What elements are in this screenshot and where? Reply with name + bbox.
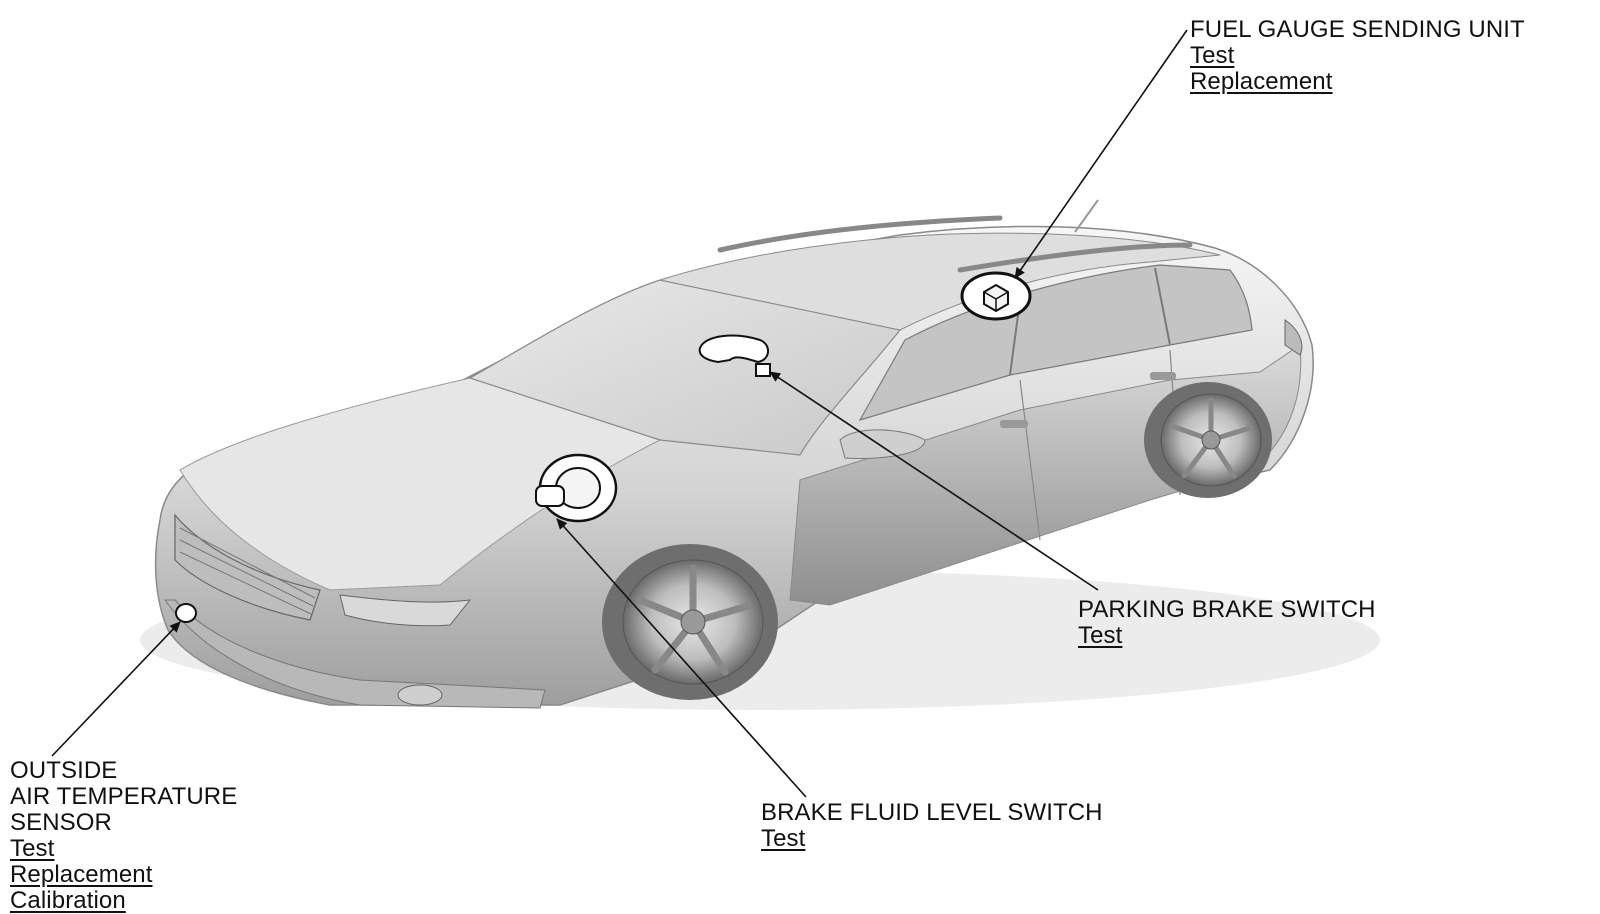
fuel-gauge-replacement-link[interactable]: Replacement [1190,68,1333,95]
antenna [1074,199,1099,233]
outside-air-title-line-3: SENSOR [10,809,112,836]
outside-air-replacement-link[interactable]: Replacement [10,861,153,888]
brake-fluid-leader-line [556,518,807,798]
roof-rail [717,215,1003,253]
outside-air-title-line-2: AIR TEMPERATURE [10,783,238,810]
fuel-gauge-test-link[interactable]: Test [1190,42,1235,69]
outside-air-calibration-link[interactable]: Calibration [10,887,126,914]
brake-fluid-callout: BRAKE FLUID LEVEL SWITCH Test [761,800,1103,852]
outside-air-temperature-sensor-marker[interactable] [175,603,197,623]
leader-lines [51,29,1188,798]
fog-light [397,684,443,706]
front-bumper [164,599,546,709]
front-grille [174,513,321,621]
outside-air-callout: OUTSIDE AIR TEMPERATURE SENSOR Test Repl… [10,758,237,914]
headlight [339,594,472,627]
door-seam [1019,379,1041,541]
parking-brake-leader-line [769,371,1099,591]
grille-bars [179,527,316,615]
brake-fluid-level-switch-marker[interactable] [535,453,618,523]
outside-air-leader-line [51,621,181,757]
door-handle [1150,372,1176,380]
car-side-windows [858,264,1253,422]
parking-brake-test-link[interactable]: Test [1078,622,1123,649]
fuel-gauge-title: FUEL GAUGE SENDING UNIT [1190,16,1525,43]
parking-brake-switch-marker[interactable] [698,334,771,377]
brake-fluid-test-link[interactable]: Test [761,825,806,852]
parking-brake-title: PARKING BRAKE SWITCH [1078,596,1376,623]
car-illustration [140,199,1380,710]
fuel-gauge-callout: FUEL GAUGE SENDING UNIT Test Replacement [1190,17,1525,95]
fuel-gauge-sending-unit-marker[interactable] [960,271,1032,321]
door-handle [1000,420,1028,428]
rear-wheel [1144,382,1272,498]
fuel-gauge-leader-line [1014,29,1188,279]
side-mirror [839,429,926,459]
outside-air-title-line-1: OUTSIDE [10,757,118,784]
taillight [1284,319,1303,356]
parking-brake-callout: PARKING BRAKE SWITCH Test [1078,597,1376,649]
outside-air-test-link[interactable]: Test [10,835,55,862]
front-wheel [602,544,778,700]
brake-fluid-title: BRAKE FLUID LEVEL SWITCH [761,799,1103,826]
c-pillar [1154,267,1171,346]
roof-rail [957,242,1193,273]
